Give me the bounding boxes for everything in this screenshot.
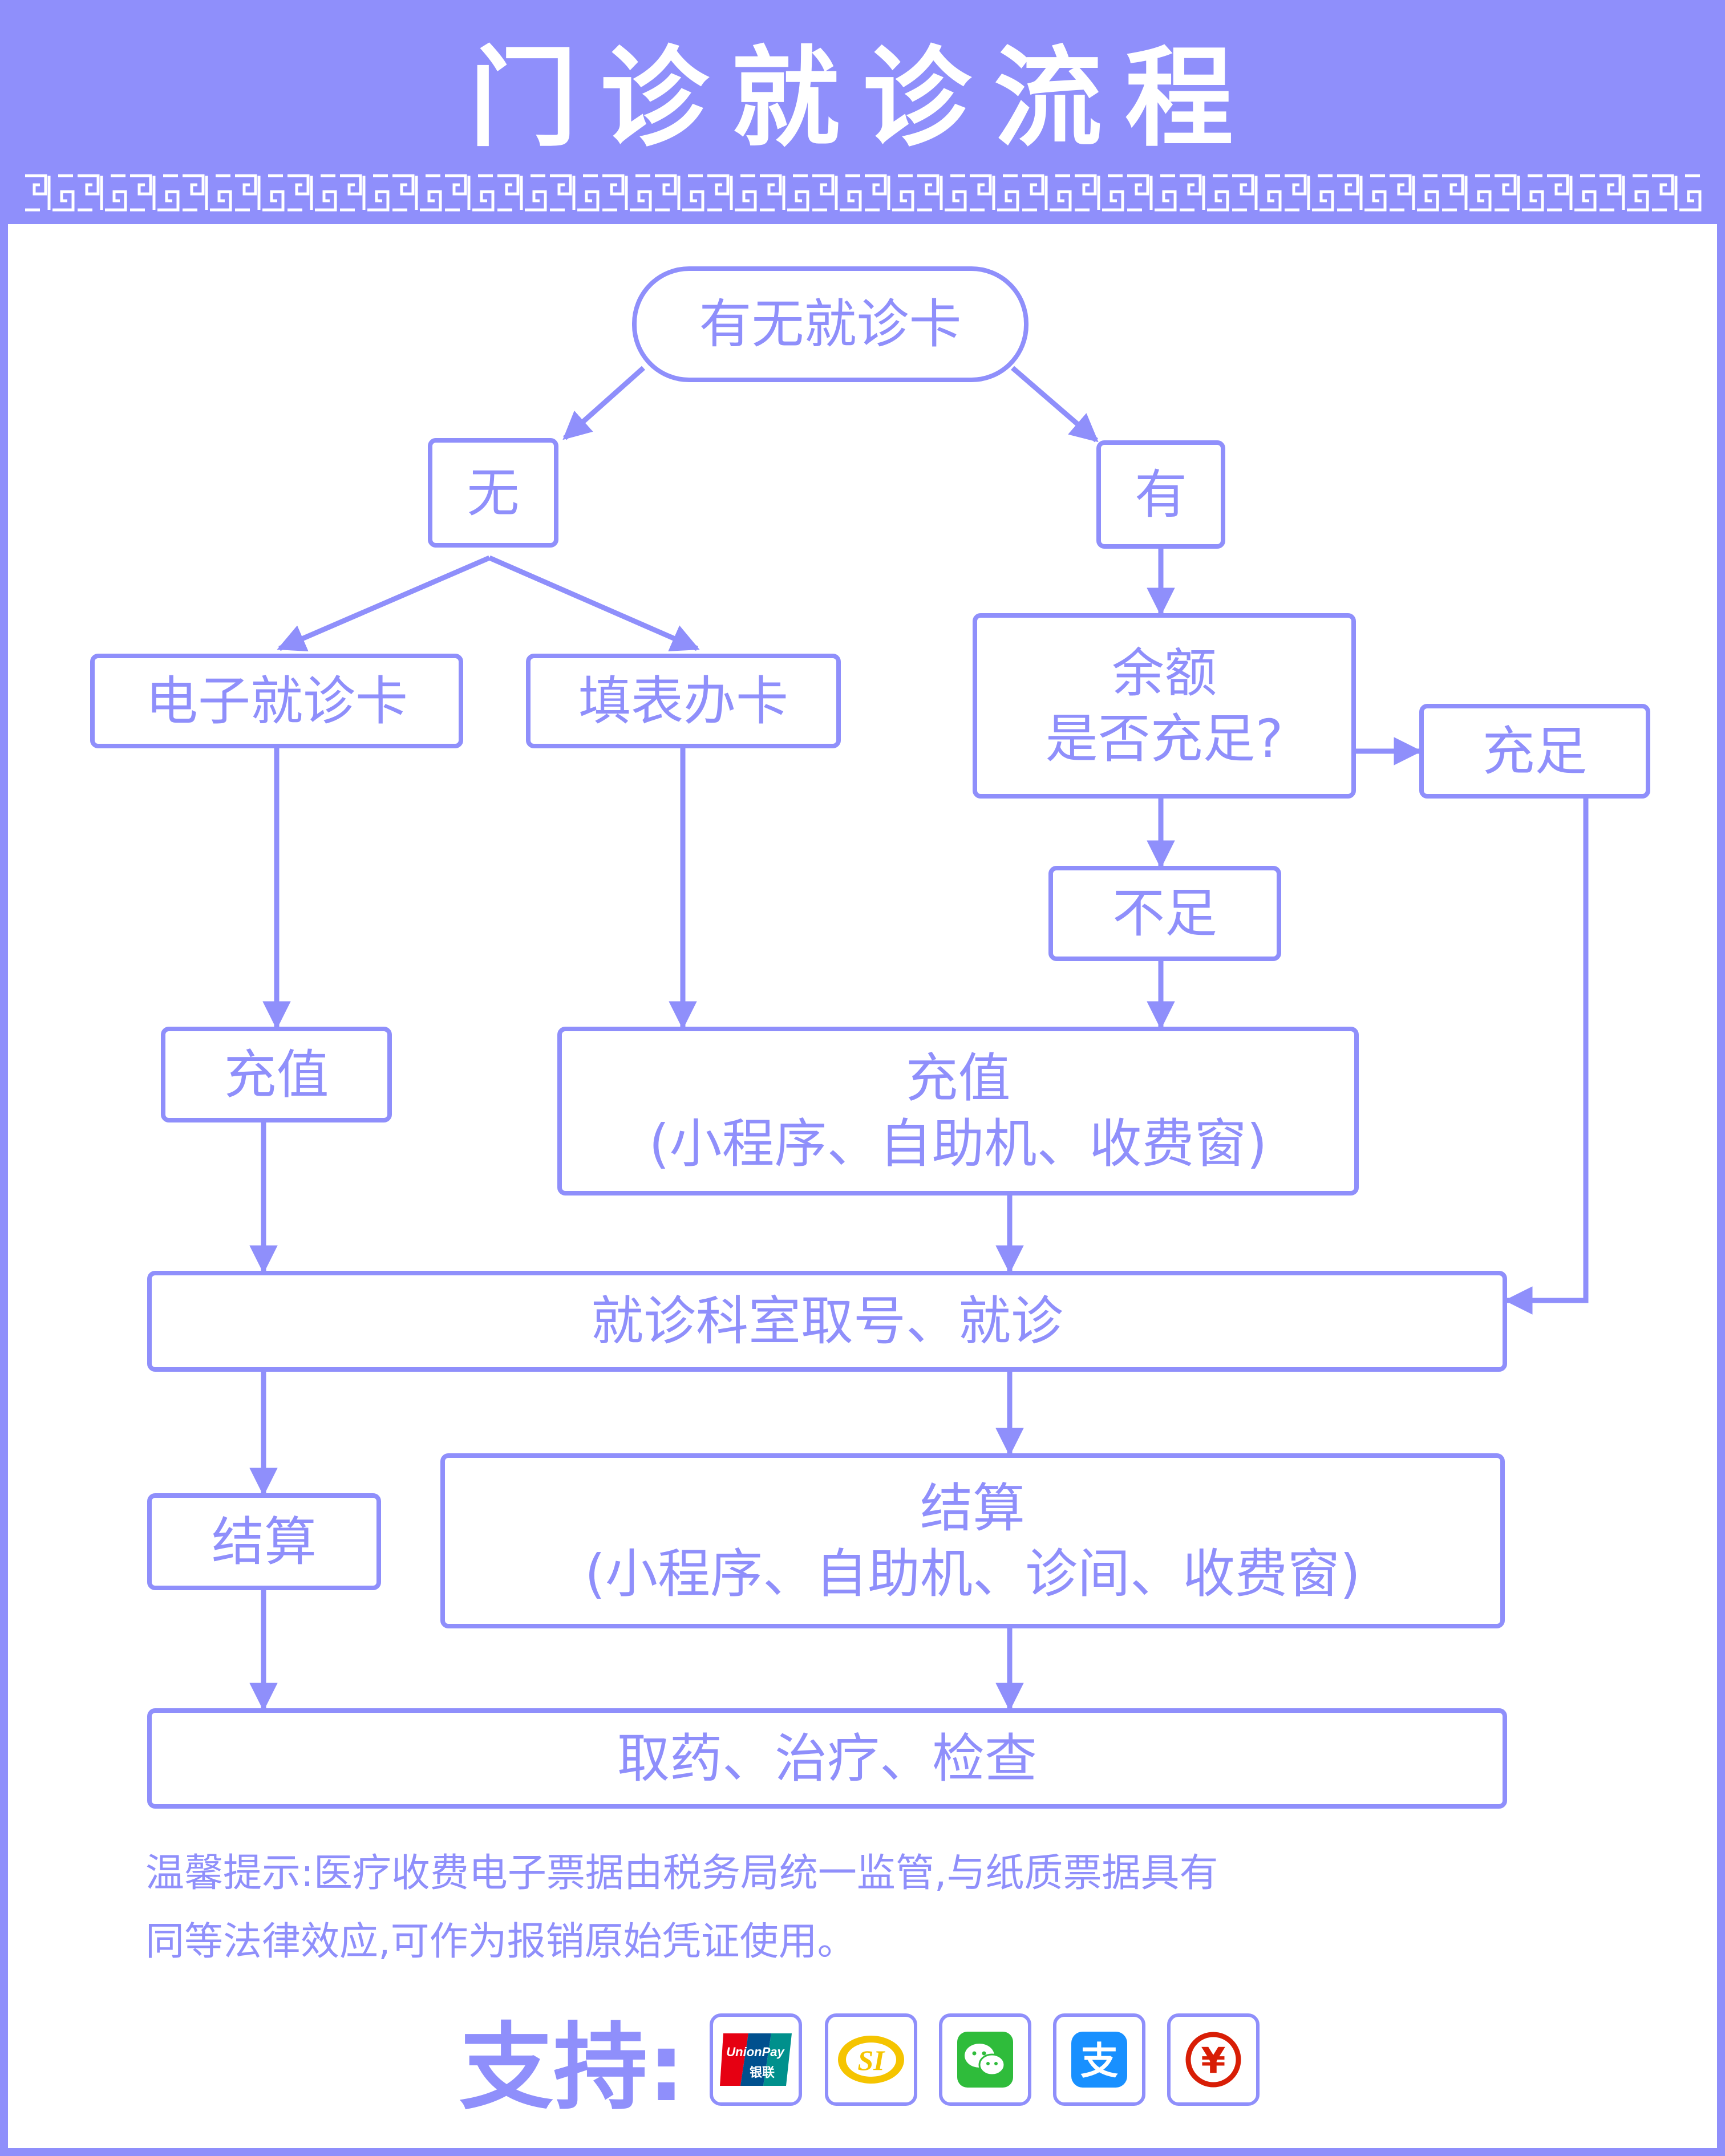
- recharge-line-1: 充值: [905, 1048, 1011, 1109]
- final-node: 取药、治疗、检查: [147, 1708, 1507, 1809]
- insufficient-node: 不足: [1048, 866, 1281, 961]
- recharge-line-2: (小程序、自助机、收费窗): [649, 1113, 1268, 1174]
- social-security-icon: SI: [825, 2013, 917, 2106]
- final-label: 取药、治疗、检查: [617, 1728, 1037, 1789]
- fill-form-node: 填表办卡: [526, 654, 841, 748]
- electronic-card-label: 电子就诊卡: [145, 670, 408, 732]
- electronic-card-node: 电子就诊卡: [90, 654, 463, 748]
- notice-line-2: 同等法律效应,可作为报销原始凭证使用。: [145, 1919, 856, 1964]
- settle-line-1: 结算: [920, 1477, 1025, 1539]
- settle-small-node: 结算: [147, 1493, 381, 1590]
- settle-small-label: 结算: [211, 1511, 317, 1573]
- si-text: SI: [857, 2044, 885, 2076]
- unionpay-text: UnionPay: [726, 2045, 785, 2059]
- rmb-text: ¥: [1201, 2040, 1225, 2081]
- outer-frame: [0, 224, 1725, 2156]
- balance-line-1: 余额: [1111, 642, 1217, 704]
- sufficient-node: 充足: [1419, 704, 1650, 799]
- unionpay-cn-text: 银联: [750, 2066, 775, 2080]
- header-band: 门诊就诊流程: [0, 0, 1725, 224]
- arrow-no-to-form: [488, 555, 700, 651]
- fill-form-label: 填表办卡: [578, 670, 788, 732]
- has-card-label: 有: [1134, 464, 1187, 525]
- recharge-small-node: 充值: [161, 1027, 392, 1122]
- arrow-start-to-yes: [1011, 366, 1099, 443]
- start-node: 有无就诊卡: [632, 266, 1028, 382]
- digital-rmb-icon: ¥: [1167, 2013, 1260, 2106]
- page-title: 门诊就诊流程: [468, 35, 1256, 161]
- alipay-text: 支: [1080, 2039, 1118, 2083]
- warm-notice: 温馨提示:医疗收费电子票据由税务局统一监管,与纸质票据具有 同等法律效应,可作为…: [145, 1839, 1606, 1976]
- recharge-small-label: 充值: [224, 1044, 329, 1105]
- insufficient-label: 不足: [1112, 883, 1217, 944]
- arrow-start-to-no: [562, 366, 645, 440]
- fret-pattern-border: [23, 171, 1702, 214]
- notice-line-1: 温馨提示:医疗收费电子票据由税务局统一监管,与纸质票据具有: [145, 1851, 1218, 1896]
- wechat-pay-icon: [939, 2013, 1031, 2106]
- no-card-label: 无: [467, 462, 520, 524]
- recharge-channels-node: 充值 (小程序、自助机、收费窗): [557, 1027, 1359, 1195]
- start-label: 有无就诊卡: [699, 294, 962, 355]
- support-label: 支持:: [459, 2012, 685, 2122]
- no-card-node: 无: [428, 438, 558, 548]
- settle-channels-node: 结算 (小程序、自助机、诊间、收费窗): [440, 1453, 1505, 1628]
- balance-line-2: 是否充足?: [1045, 708, 1283, 769]
- visit-department-node: 就诊科室取号、就诊: [147, 1271, 1507, 1372]
- visit-label: 就诊科室取号、就诊: [590, 1291, 1063, 1352]
- sufficient-label: 充足: [1482, 720, 1588, 782]
- arrow-sufficient-to-visit: [1504, 799, 1589, 1315]
- balance-check-node: 余额 是否充足?: [973, 613, 1356, 799]
- unionpay-icon: UnionPay 银联: [710, 2013, 802, 2106]
- settle-line-2: (小程序、自助机、诊间、收费窗): [585, 1543, 1360, 1604]
- alipay-icon: 支: [1053, 2013, 1145, 2106]
- arrow-no-to-ecard: [277, 555, 491, 652]
- has-card-node: 有: [1096, 440, 1225, 549]
